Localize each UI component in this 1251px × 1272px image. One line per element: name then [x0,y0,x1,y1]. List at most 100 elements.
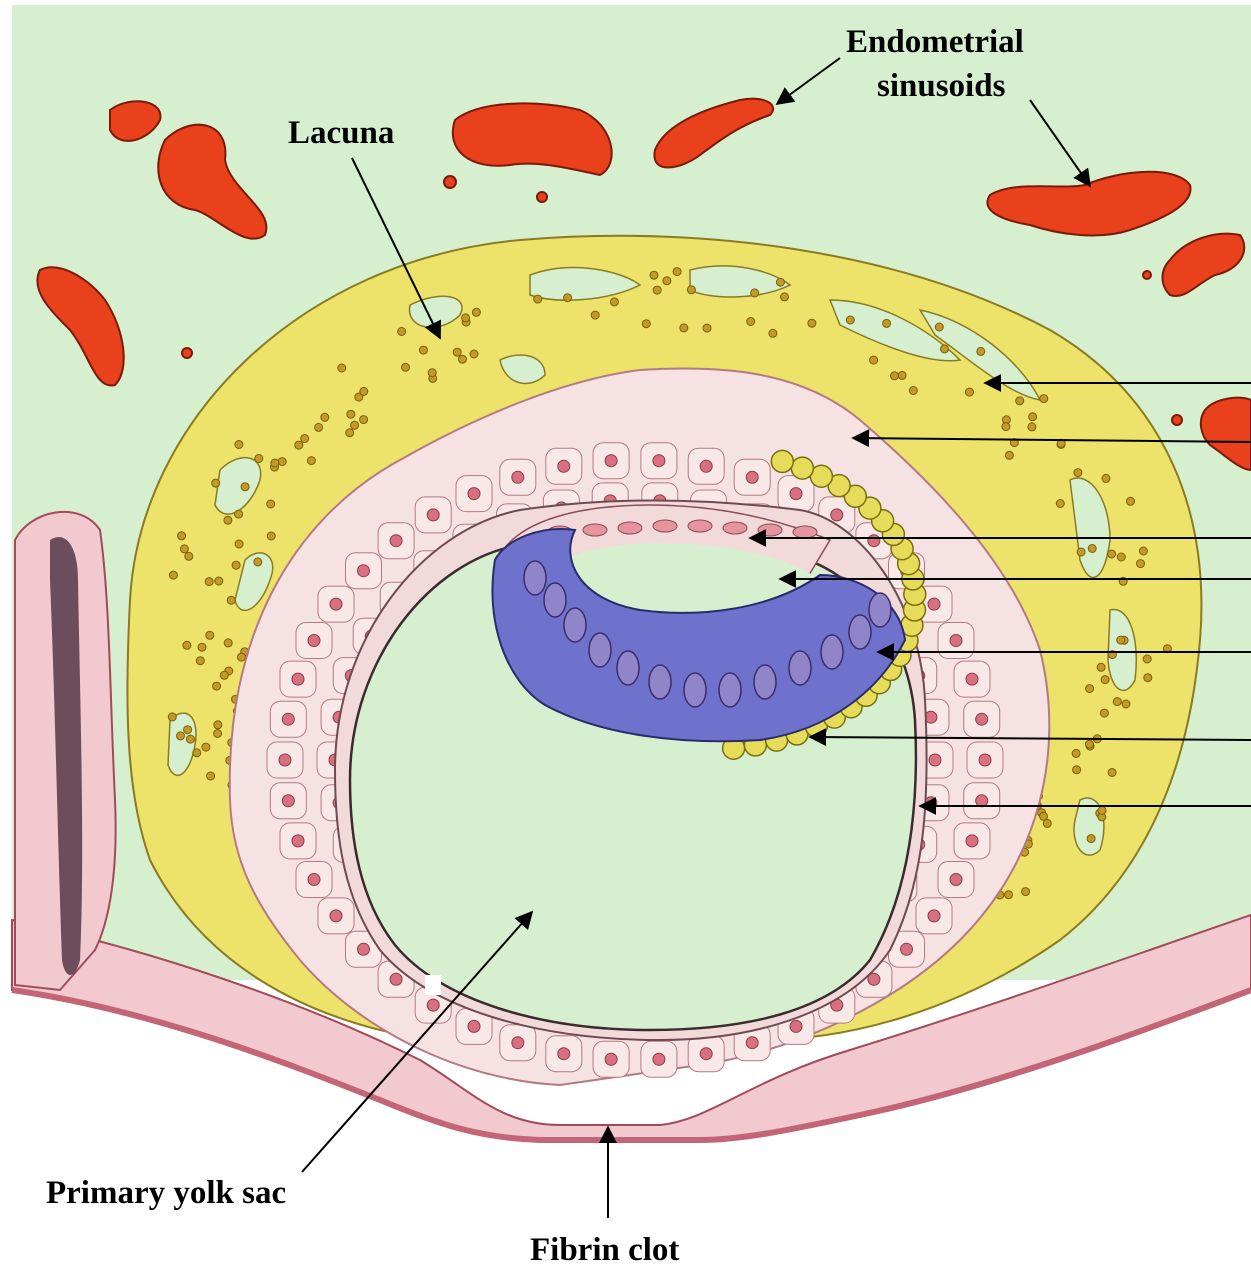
syncytiotrophoblast-nucleus [267,500,275,508]
syncytiotrophoblast-nucleus [215,577,223,585]
cytotrophoblast-nucleus [928,598,940,610]
syncytiotrophoblast-nucleus [462,314,470,322]
syncytiotrophoblast-nucleus [459,355,467,363]
syncytiotrophoblast-nucleus [241,483,249,491]
syncytiotrophoblast-nucleus [1074,469,1082,477]
syncytiotrophoblast-nucleus [941,345,949,353]
syncytiotrophoblast-nucleus [193,749,201,757]
syncytiotrophoblast-nucleus [185,552,193,560]
epiblast-nucleus [849,615,871,649]
epiblast-nucleus [821,635,843,669]
syncytiotrophoblast-nucleus [1113,698,1121,706]
syncytiotrophoblast-nucleus [870,356,878,364]
amnioblast-nucleus [758,524,782,536]
syncytiotrophoblast-nucleus [1137,560,1145,568]
cytotrophoblast-nucleus [308,874,320,886]
cytotrophoblast-nucleus [976,713,988,725]
syncytiotrophoblast-nucleus [295,441,303,449]
syncytiotrophoblast-nucleus [1005,451,1013,459]
syncytiotrophoblast-nucleus [184,726,192,734]
syncytiotrophoblast-nucleus [1100,709,1108,717]
hypoblast-cell [771,450,793,472]
syncytiotrophoblast-nucleus [235,441,243,449]
syncytiotrophoblast-nucleus [1087,835,1095,843]
syncytiotrophoblast-nucleus [232,561,240,569]
syncytiotrophoblast-nucleus [610,298,618,306]
syncytiotrophoblast-nucleus [1073,766,1081,774]
syncytiotrophoblast-nucleus [1127,497,1135,505]
syncytiotrophoblast-nucleus [271,459,279,467]
syncytiotrophoblast-nucleus [398,328,406,336]
syncytiotrophoblast-nucleus [220,671,228,679]
amnioblast-nucleus [688,520,712,532]
syncytiotrophoblast-nucleus [776,278,784,286]
epiblast-nucleus [789,651,811,685]
cytotrophoblast-nucleus [966,835,978,847]
label-primary-yolk-sac: Primary yolk sac [46,1175,286,1211]
syncytiotrophoblast-nucleus [1086,685,1094,693]
cytotrophoblast-nucleus [282,795,294,807]
cytotrophoblast-nucleus [512,1037,524,1049]
syncytiotrophoblast-nucleus [898,371,906,379]
cytotrophoblast-nucleus [700,1048,712,1060]
syncytiotrophoblast-nucleus [650,271,658,279]
cytotrophoblast-nucleus [746,1037,758,1049]
syncytiotrophoblast-nucleus [1029,413,1037,421]
syncytiotrophoblast-nucleus [198,643,206,651]
syncytiotrophoblast-nucleus [747,318,755,326]
syncytiotrophoblast-nucleus [402,363,410,371]
syncytiotrophoblast-nucleus [212,479,220,487]
syncytiotrophoblast-nucleus [1122,700,1130,708]
cytotrophoblast-nucleus [868,535,880,547]
image-artifact [425,975,441,995]
epiblast-nucleus [754,665,776,699]
syncytiotrophoblast-nucleus [751,289,759,297]
syncytiotrophoblast-nucleus [1040,395,1048,403]
syncytiotrophoblast-nucleus [966,388,974,396]
syncytiotrophoblast-nucleus [1085,740,1093,748]
syncytiotrophoblast-nucleus [315,423,323,431]
sinusoid [444,176,456,188]
cytotrophoblast-nucleus [950,635,962,647]
syncytiotrophoblast-nucleus [301,435,309,443]
syncytiotrophoblast-nucleus [338,364,346,372]
cytotrophoblast-nucleus [950,874,962,886]
syncytiotrophoblast-nucleus [1077,548,1085,556]
syncytiotrophoblast-nucleus [891,372,899,380]
syncytiotrophoblast-nucleus [169,571,177,579]
syncytiotrophoblast-nucleus [214,730,222,738]
syncytiotrophoblast-nucleus [186,735,194,743]
label-lacuna: Lacuna [288,115,394,151]
syncytiotrophoblast-nucleus [1002,423,1010,431]
syncytiotrophoblast-nucleus [177,732,185,740]
syncytiotrophoblast-nucleus [321,413,329,421]
syncytiotrophoblast-nucleus [346,429,354,437]
cytotrophoblast-nucleus [653,455,665,467]
amnioblast-nucleus [618,522,642,534]
cytotrophoblast-nucleus [831,509,843,521]
cytotrophoblast-nucleus [358,565,370,577]
syncytiotrophoblast-nucleus [564,294,572,302]
syncytiotrophoblast-nucleus [687,286,695,294]
syncytiotrophoblast-nucleus [1056,500,1064,508]
syncytiotrophoblast-nucleus [360,387,368,395]
cytotrophoblast-nucleus [282,713,294,725]
syncytiotrophoblast-nucleus [267,532,275,540]
epiblast-nucleus [544,583,566,617]
amnioblast-nucleus [653,520,677,532]
syncytiotrophoblast-nucleus [227,596,235,604]
cytotrophoblast-nucleus [929,754,941,766]
syncytiotrophoblast-nucleus [1005,891,1013,899]
syncytiotrophoblast-nucleus [1139,547,1147,555]
syncytiotrophoblast-nucleus [255,455,263,463]
syncytiotrophoblast-nucleus [1102,474,1110,482]
sinusoid [537,192,547,202]
syncytiotrophoblast-nucleus [207,772,215,780]
syncytiotrophoblast-nucleus [206,631,214,639]
syncytiotrophoblast-nucleus [202,743,210,751]
syncytiotrophoblast-nucleus [808,319,816,327]
cytotrophoblast-nucleus [427,509,439,521]
syncytiotrophoblast-nucleus [180,545,188,553]
syncytiotrophoblast-nucleus [1101,676,1109,684]
